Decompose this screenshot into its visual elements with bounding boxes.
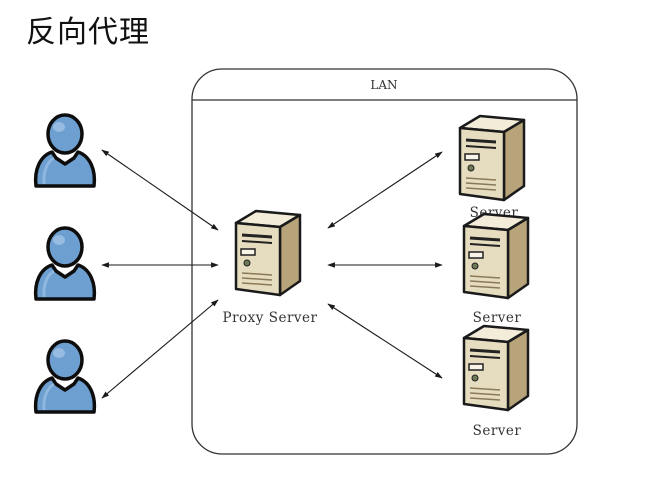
proxy-server1-arrow — [327, 151, 443, 229]
lan-label: LAN — [370, 78, 397, 92]
client-user-2-icon — [33, 226, 97, 301]
client-user-1-icon — [33, 113, 97, 188]
backend-server-1-icon — [458, 114, 526, 202]
backend-server-3-icon — [462, 324, 530, 412]
lan-boundary: LAN — [191, 68, 578, 455]
proxy-server-icon — [234, 209, 302, 297]
client3-proxy-arrow — [101, 299, 219, 399]
proxy-server-label: Proxy Server — [223, 310, 318, 326]
backend-server-2-label: Server — [473, 310, 522, 326]
backend-server-3-label: Server — [473, 423, 522, 439]
diagram-title: 反向代理 — [26, 15, 150, 50]
proxy-server3-arrow — [327, 303, 443, 379]
backend-server-2-icon — [462, 212, 530, 300]
client1-proxy-arrow — [101, 149, 219, 231]
client-user-3-icon — [33, 339, 97, 414]
